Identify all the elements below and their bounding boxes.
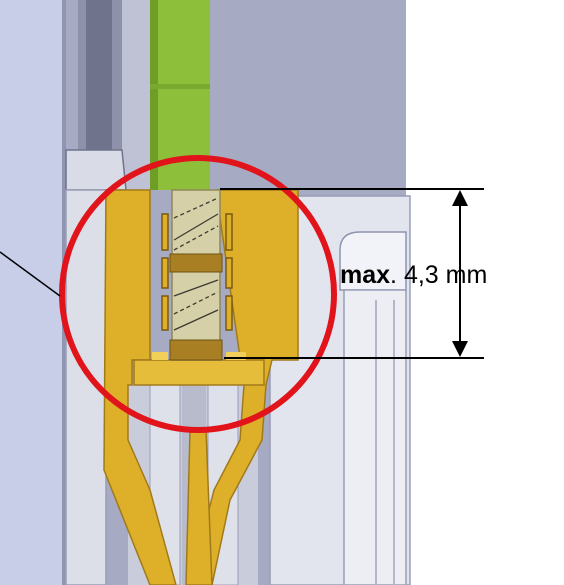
insert-body [171,189,221,361]
contact-slots-left [161,213,169,331]
red-detail-circle-icon [59,155,337,433]
insert-spiral-lines [173,197,219,331]
contact-slots-right [225,213,233,331]
dimension-arrow-bottom [452,341,468,357]
contact-base-plate [133,359,265,386]
housing-inner-left-rail [86,0,112,150]
insert-ring-lower [169,339,223,361]
double-arrow-icon [452,190,468,206]
cable-shadow [150,0,158,190]
gold-accent-right [226,352,246,360]
dimension-label-bold: max [340,261,391,289]
housing-top-right [208,0,406,190]
right-housing-cap [339,231,407,291]
cable-band [150,84,210,89]
leader-line [0,251,61,297]
contact-sleeve-right [189,189,299,585]
dimension-label: max. 4,3 mm [338,255,489,295]
housing-top-block [122,0,150,190]
dimension-label-value: . 4,3 mm [390,261,488,289]
gold-accent-left [152,352,168,360]
insert-ring-upper [169,253,223,273]
